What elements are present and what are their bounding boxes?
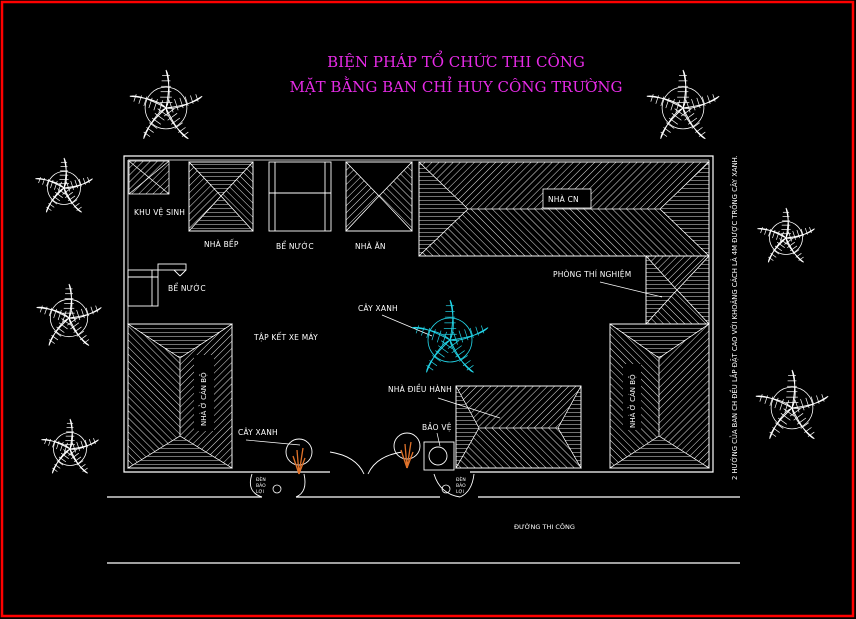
side-note: 2 HƯỚNG CỦA BAN CH ĐỀU LẮP ĐẶT CAO VỚI K… [729, 155, 739, 480]
svg-text:BẢO: BẢO [456, 481, 466, 489]
toilet-block [128, 160, 170, 195]
tree-left-2 [36, 283, 102, 346]
label-nha-o-can-bo-right: NHÀ Ở CÁN BỘ [627, 374, 637, 428]
leader-cay-xanh-gate [245, 439, 301, 446]
staff-housing-right [608, 323, 711, 469]
kitchen-building [188, 161, 254, 232]
leader-phong-thi-nghiem [599, 281, 663, 298]
svg-text:ĐÈN: ĐÈN [256, 475, 266, 483]
tree-gate-right [393, 432, 421, 469]
tree-center-cyan [411, 299, 489, 373]
tree-symbols [35, 69, 829, 475]
label-khu-ve-sinh: KHU VỆ SINH [134, 208, 185, 217]
svg-text:ĐÈN: ĐÈN [456, 475, 466, 483]
tree-gate-left [285, 438, 313, 475]
label-cay-xanh-gate: CÂY XANH [238, 428, 278, 437]
administration-building [455, 385, 582, 470]
label-be-nuoc-1: BỂ NƯỚC [276, 241, 314, 251]
svg-text:BẢO: BẢO [256, 481, 266, 489]
guard-house [423, 441, 455, 471]
leader-cay-xanh-center [381, 314, 433, 337]
label-phong-thi-nghiem: PHÒNG THÍ NGHIỆM [553, 270, 631, 279]
label-nha-dieu-hanh: NHÀ ĐIỀU HÀNH [388, 384, 452, 394]
tree-left-1 [35, 157, 93, 213]
label-duong-thi-cong: ĐƯỜNG THI CÔNG [514, 522, 575, 531]
label-nha-bep: NHÀ BẾP [204, 239, 239, 249]
title-line-2: MẶT BẰNG BAN CHỈ HUY CÔNG TRƯỜNG [289, 76, 622, 96]
label-nha-o-can-bo-left: NHÀ Ở CÁN BỘ [198, 372, 208, 426]
dining-building [345, 161, 413, 232]
staff-housing-left [126, 323, 234, 469]
tree-right-1 [757, 207, 815, 263]
light-post-left: ĐÈN BẢO LỢI [256, 475, 282, 495]
tree-top-right [646, 69, 720, 140]
svg-text:LỢI: LỢI [256, 489, 264, 495]
water-tank [268, 161, 332, 232]
label-be-nuoc-2: BỂ NƯỚC [168, 283, 206, 293]
laboratory-building [645, 255, 710, 325]
entrance-gates [249, 451, 475, 498]
tree-top-left [129, 69, 203, 140]
leader-nha-dieu-hanh [437, 397, 501, 419]
title-line-1: BIỆN PHÁP TỔ CHỨC THI CÔNG [327, 50, 585, 71]
label-cay-xanh-center: CÂY XANH [358, 304, 398, 313]
svg-text:LỢI: LỢI [456, 489, 464, 495]
tree-left-3 [41, 418, 99, 474]
label-bao-ve: BẢO VỆ [422, 423, 452, 432]
workers-housing [418, 161, 710, 257]
label-tap-ket-xe-may: TẬP KẾT XE MÁY [253, 332, 318, 342]
leader-bao-ve [436, 432, 441, 447]
construction-road [107, 496, 740, 564]
light-post-right: ĐÈN BẢO LỢI [441, 475, 466, 495]
label-nha-an: NHÀ ĂN [355, 242, 386, 251]
label-nha-cn: NHÀ CN [548, 195, 579, 204]
tree-right-2 [755, 369, 829, 440]
water-tank-2 [127, 263, 187, 307]
